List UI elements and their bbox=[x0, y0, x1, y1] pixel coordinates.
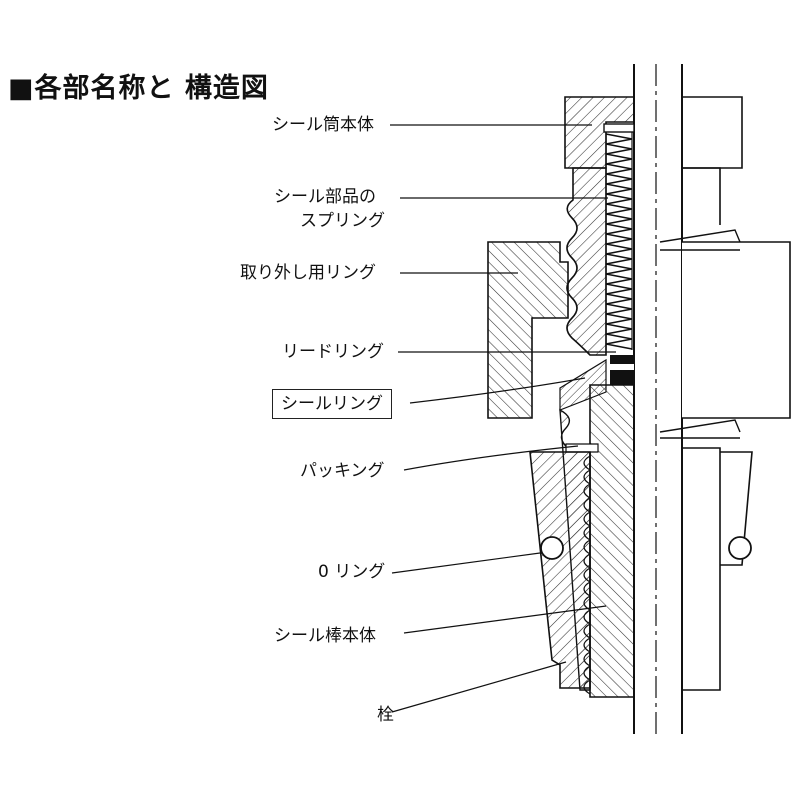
plug bbox=[529, 451, 591, 689]
removal-ring bbox=[487, 241, 569, 419]
o-ring-right bbox=[728, 536, 752, 560]
label-seal-tube-body: シール筒本体 bbox=[272, 115, 374, 135]
label-plug: 栓 bbox=[377, 705, 394, 725]
right-side-outline bbox=[682, 96, 791, 691]
label-lead-ring: リードリング bbox=[282, 342, 384, 362]
plug-threads bbox=[583, 455, 591, 695]
inner-tube bbox=[589, 384, 635, 698]
leader-lines bbox=[390, 124, 616, 713]
seal-tube-body bbox=[564, 96, 635, 169]
page-title: ■各部名称と 構造図 bbox=[8, 73, 269, 104]
spring-housing bbox=[566, 167, 607, 356]
pipe-walls bbox=[633, 64, 683, 734]
label-seal-ring: シールリング bbox=[272, 389, 392, 419]
o-ring bbox=[540, 536, 564, 560]
label-seal-spring-line2: スプリング bbox=[300, 211, 385, 231]
label-seal-rod-body: シール棒本体 bbox=[274, 626, 376, 646]
label-o-ring: 0 リング bbox=[318, 562, 386, 582]
right-side-details bbox=[659, 229, 741, 439]
label-packing: パッキング bbox=[300, 461, 385, 481]
packing bbox=[565, 443, 599, 453]
seal-spring bbox=[603, 123, 635, 350]
label-removal-ring: 取り外し用リング bbox=[240, 263, 376, 283]
label-seal-spring-line1: シール部品の bbox=[274, 187, 376, 207]
